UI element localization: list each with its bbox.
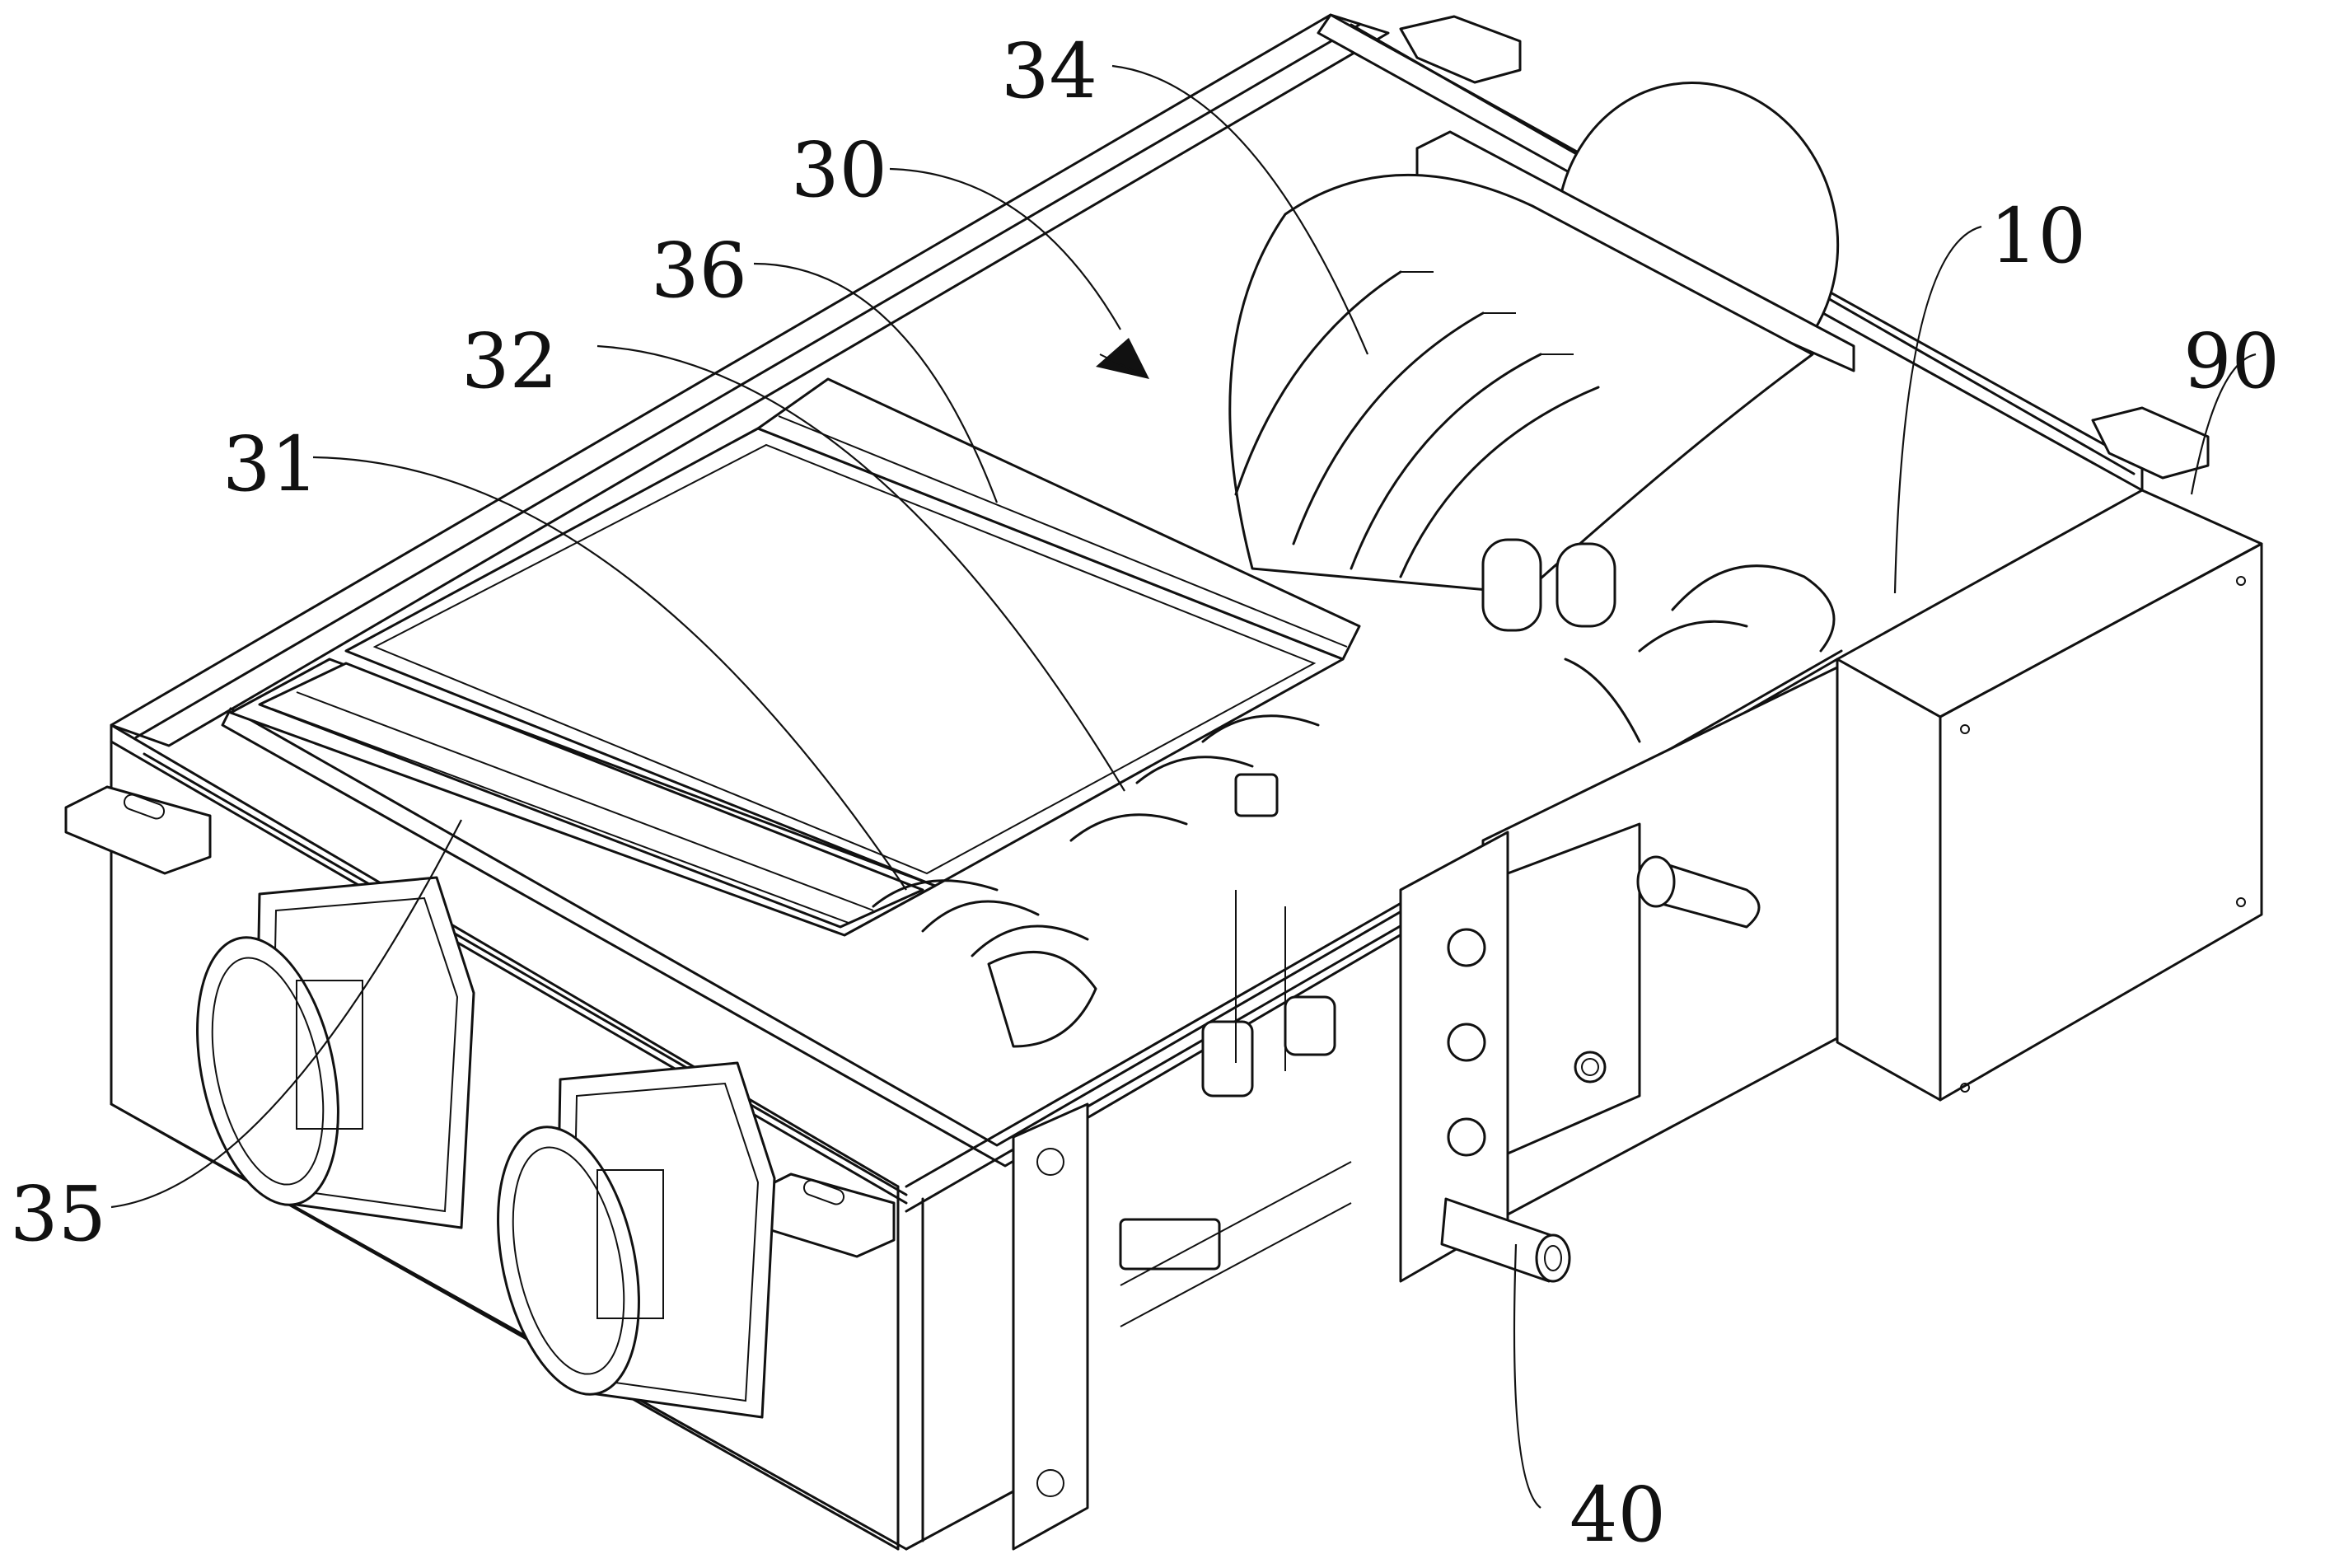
bracket-front-left [64, 785, 212, 875]
label-35: 35 [10, 1170, 106, 1258]
duct-collar-right [497, 1126, 640, 1396]
filter-inner-rail [258, 662, 924, 929]
pipe-connector-upper [1654, 859, 1761, 929]
fan-mount-frame [1415, 130, 1855, 372]
right-compartment [1481, 489, 2263, 1229]
label-34: 34 [1001, 27, 1097, 115]
fan-scroll-housing [1228, 173, 1814, 595]
duct-collars [196, 876, 776, 1419]
control-panel-plate [1506, 822, 1641, 1155]
label-31: 31 [222, 420, 319, 508]
port-1 [1447, 928, 1486, 967]
label-30: 30 [791, 126, 887, 214]
control-box-side [1836, 658, 1942, 1102]
capacitor-2 [1555, 542, 1616, 628]
internal-piping [872, 714, 1352, 1327]
duct-collar-left [196, 936, 339, 1206]
label-90: 90 [2183, 317, 2280, 405]
bracket-rear-right [1399, 15, 1522, 84]
callout-labels: 34 30 36 32 31 10 90 35 40 [10, 27, 2280, 1559]
capacitor-1 [1481, 538, 1542, 632]
label-10: 10 [1990, 192, 2086, 280]
panel-knob [1574, 1051, 1607, 1084]
service-panel-left [1012, 1102, 1089, 1551]
label-32: 32 [461, 317, 558, 405]
label-36: 36 [651, 227, 747, 315]
service-panels [872, 714, 1571, 1551]
center-strip [756, 377, 1361, 661]
port-3 [1447, 1117, 1486, 1157]
label-40: 40 [1569, 1471, 1666, 1559]
port-2 [1447, 1023, 1486, 1062]
heat-exchanger-top-panel [344, 427, 1345, 887]
bracket-right-rear [2091, 406, 2210, 480]
fan-blower [1228, 82, 1855, 595]
top-panels [229, 377, 1361, 937]
leader-lines [110, 64, 2257, 1509]
airflow-arrow [1096, 338, 1149, 379]
